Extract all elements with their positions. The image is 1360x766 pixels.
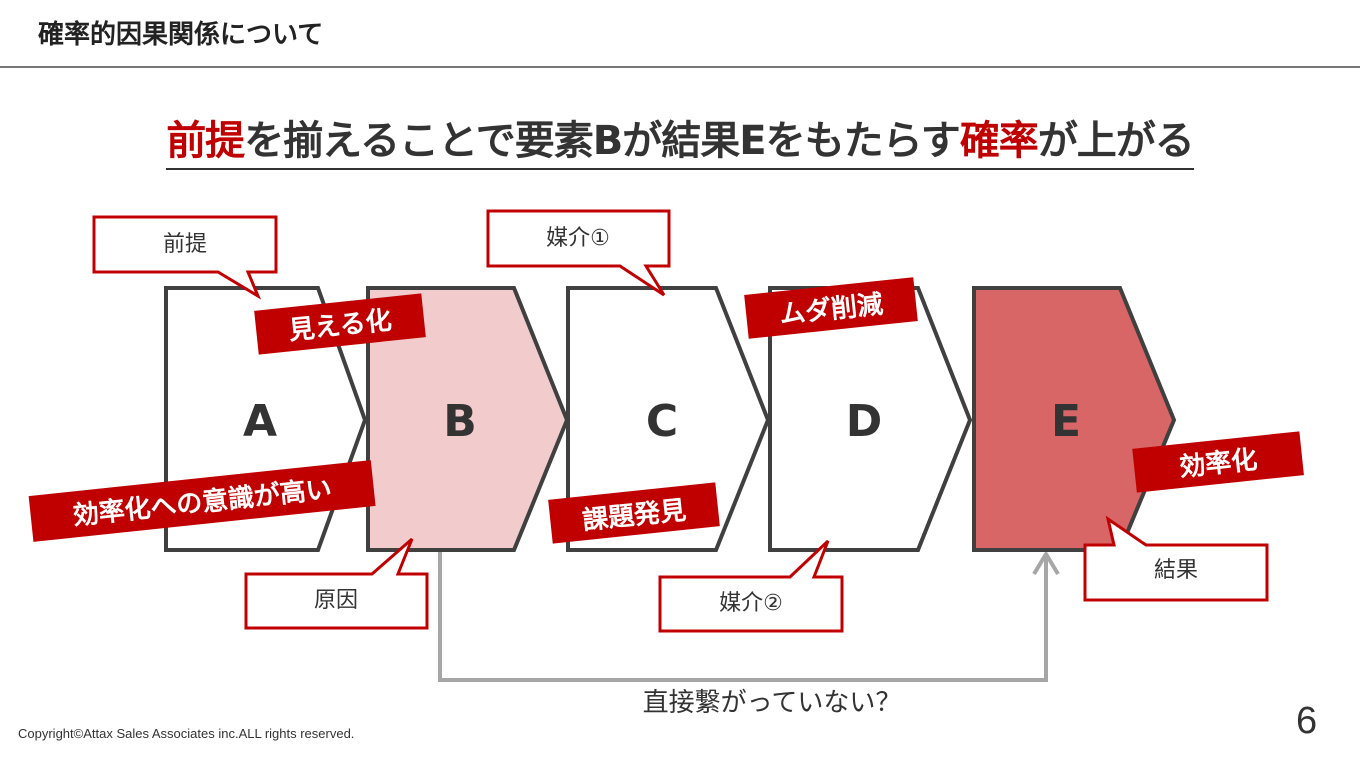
step-e-letter: E [1051, 396, 1081, 447]
callout-cause-text: 原因 [314, 588, 358, 613]
banner-issue-discovery: 課題発見 [548, 482, 720, 544]
callout-result-bubble [1083, 515, 1269, 602]
copyright-notice: Copyright©Attax Sales Associates inc.ALL… [18, 726, 355, 741]
step-a-letter: A [243, 396, 277, 447]
step-b: B [366, 286, 570, 552]
page-number: 6 [1296, 700, 1318, 742]
headline-text-middle: を揃えることで要素Bが結果Eをもたらす [244, 118, 961, 164]
banner-waste-reduction: ムダ削減 [744, 277, 918, 339]
connector-line [438, 552, 1048, 682]
callout-premise-bubble [92, 215, 278, 300]
step-e: E [972, 286, 1177, 552]
banner-visualize-bg [254, 293, 426, 355]
step-d-letter: D [846, 396, 883, 447]
callout-medium1-text: 媒介① [546, 226, 610, 251]
banner-efficiency-bg [1132, 431, 1304, 493]
headline-text-end: が上がる [1037, 118, 1195, 164]
slide-headline: 前提を揃えることで要素Bが結果Eをもたらす確率が上がる [0, 108, 1360, 170]
banner-efficiency: 効率化 [1132, 431, 1304, 493]
banner-issue-discovery-bg [548, 482, 720, 544]
page-header-title: 確率的因果関係について [38, 20, 324, 50]
callout-medium2-text: 媒介② [719, 591, 783, 616]
header-divider [0, 66, 1360, 68]
connector-arrowhead-icon [1032, 552, 1060, 576]
callout-result-text: 結果 [1154, 558, 1198, 583]
callout-result: 結果 [1083, 515, 1269, 602]
headline-emphasis-probability: 確率 [959, 118, 1039, 164]
banner-visualize: 見える化 [254, 293, 426, 355]
callout-medium1-bubble [486, 209, 671, 297]
banner-efficiency-awareness-bg [28, 460, 376, 542]
callout-premise-text: 前提 [163, 232, 207, 257]
callout-medium1: 媒介① [486, 209, 671, 297]
banner-waste-reduction-bg [744, 277, 918, 339]
callout-cause-bubble [244, 537, 429, 630]
callout-cause: 原因 [244, 537, 429, 630]
step-b-letter: B [443, 396, 477, 447]
indirect-connector: 直接繋がっていない？ [438, 552, 1060, 718]
headline-emphasis-premise: 前提 [166, 118, 245, 164]
callout-medium2: 媒介② [658, 539, 844, 633]
callout-premise: 前提 [92, 215, 278, 300]
callout-medium2-bubble [658, 539, 844, 633]
connector-label: 直接繋がっていない？ [643, 688, 902, 718]
step-c-letter: C [646, 396, 678, 447]
